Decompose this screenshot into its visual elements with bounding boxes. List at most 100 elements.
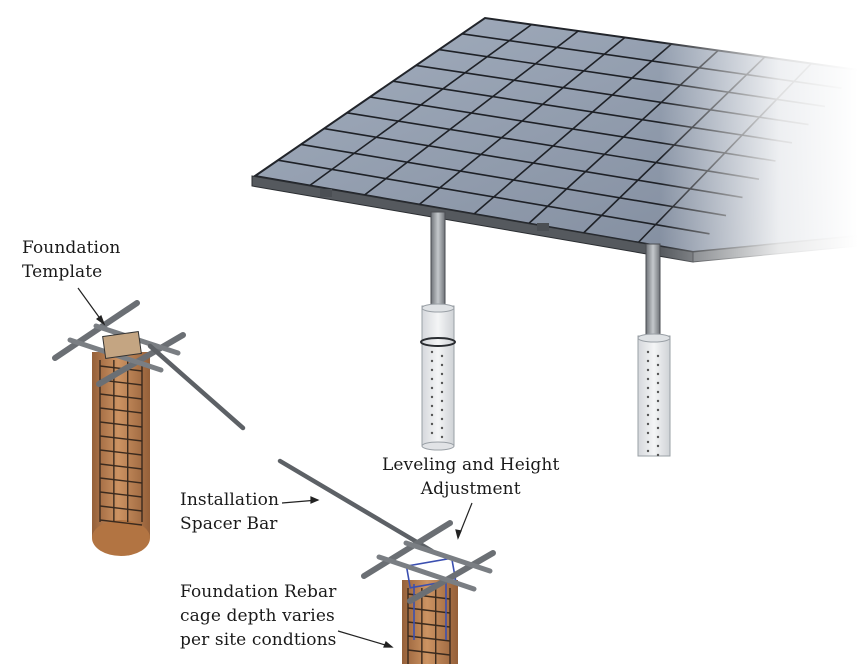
frame-bracket — [537, 223, 549, 231]
rebar-stirrup — [99, 421, 143, 428]
rebar-tie — [440, 399, 444, 403]
rebar-tie — [656, 453, 660, 457]
template-bar — [361, 520, 453, 579]
template-bar — [52, 300, 140, 361]
concrete-bottom — [92, 520, 150, 556]
rebar-tie — [430, 350, 434, 354]
rebar-tie — [646, 395, 650, 399]
rebar-tie — [646, 386, 650, 390]
leader-arrows — [77, 287, 473, 648]
rebar-tie — [430, 404, 434, 408]
rebar-tie — [430, 431, 434, 435]
label-line: per site condtions — [180, 630, 337, 650]
arrow-rebar — [337, 630, 393, 648]
rebar-tie — [656, 435, 660, 439]
template-bar — [407, 550, 496, 604]
sleeve-bottom — [421, 441, 455, 451]
label-foundation-template: Foundation Template — [22, 236, 120, 284]
rebar-tie — [440, 426, 444, 430]
label-line: cage depth varies — [180, 606, 335, 626]
rebar-tie — [430, 359, 434, 363]
rebar-tie — [440, 363, 444, 367]
post-sleeve — [637, 335, 671, 457]
rebar-stirrup — [99, 463, 143, 470]
sleeve-top — [421, 303, 455, 313]
rebar-stirrup — [99, 519, 143, 526]
rebar-tie — [430, 377, 434, 381]
carport-post-right — [637, 243, 671, 457]
rebar-stirrup — [99, 393, 143, 400]
panel-grid-line — [418, 36, 626, 206]
rebar-tie — [656, 354, 660, 358]
rebar-tie — [656, 363, 660, 367]
rebar-tie — [646, 368, 650, 372]
rebar-tie — [646, 413, 650, 417]
rebar-tie — [646, 449, 650, 453]
rebar-tie — [656, 417, 660, 421]
rebar-tie — [430, 386, 434, 390]
label-line: Leveling and Height — [382, 455, 560, 475]
label-line: Template — [22, 262, 103, 282]
rebar-ties — [646, 350, 660, 457]
rebar-ties — [430, 350, 444, 439]
sleeve-clamp — [420, 337, 456, 347]
post-steel — [645, 243, 661, 339]
panel-grid-line — [309, 23, 533, 187]
panel-grid-line — [473, 43, 673, 215]
label-leveling-height-adjustment: Leveling and Height Adjustment — [382, 453, 559, 501]
rebar-tie — [656, 444, 660, 448]
rebar-stirrup — [99, 435, 143, 442]
post-sleeve — [421, 305, 455, 447]
label-line: Spacer Bar — [180, 514, 278, 534]
rebar-stirrup — [407, 621, 451, 628]
label-line: Foundation Rebar — [180, 582, 337, 602]
rebar-tie — [440, 354, 444, 358]
rebar-stirrup — [407, 649, 451, 656]
rebar-tie — [440, 381, 444, 385]
rebar-tie — [440, 408, 444, 412]
rebar-tie — [430, 368, 434, 372]
template-bar — [403, 540, 493, 574]
rebar-tie — [646, 422, 650, 426]
post-steel — [430, 211, 446, 311]
rebar-tie — [656, 381, 660, 385]
rebar-tie — [430, 422, 434, 426]
rebar-tie — [430, 395, 434, 399]
leveling-hardware — [405, 557, 457, 640]
rebar-tie — [646, 404, 650, 408]
rebar-stirrup — [407, 607, 451, 614]
panel-grid-line — [364, 30, 579, 196]
panel-surface — [252, 16, 858, 254]
label-line: Foundation — [22, 238, 121, 258]
label-installation-spacer-bar: Installation Spacer Bar — [180, 488, 279, 536]
label-line: Adjustment — [420, 479, 521, 499]
rebar-tie — [656, 372, 660, 376]
rebar-stirrup — [99, 407, 143, 414]
foundation-template — [52, 300, 186, 387]
foundation-template — [361, 520, 496, 604]
rebar-tie — [440, 435, 444, 439]
label-foundation-rebar: Foundation Rebar cage depth varies per s… — [180, 580, 337, 652]
frame-bracket — [320, 189, 332, 197]
rebar-tie — [646, 350, 650, 354]
solar-panel-array — [251, 16, 858, 263]
template-bar — [96, 332, 186, 387]
foundation-left — [52, 300, 186, 556]
rebar-tie — [656, 390, 660, 394]
rebar-tie — [656, 408, 660, 412]
rebar-stirrup — [99, 505, 143, 512]
carport-post-left — [420, 211, 456, 451]
template-bar — [376, 554, 477, 592]
installation-spacer-bar — [277, 458, 435, 554]
rebar-stirrup — [99, 491, 143, 498]
rebar-tie — [656, 399, 660, 403]
sleeve-top — [637, 333, 671, 343]
rebar-tie — [430, 413, 434, 417]
rebar-tie — [440, 390, 444, 394]
rebar-tie — [646, 359, 650, 363]
label-line: Installation — [180, 490, 280, 510]
installation-spacer-bar — [147, 343, 246, 431]
foundation-right — [361, 520, 496, 664]
rebar-stirrup — [99, 449, 143, 456]
